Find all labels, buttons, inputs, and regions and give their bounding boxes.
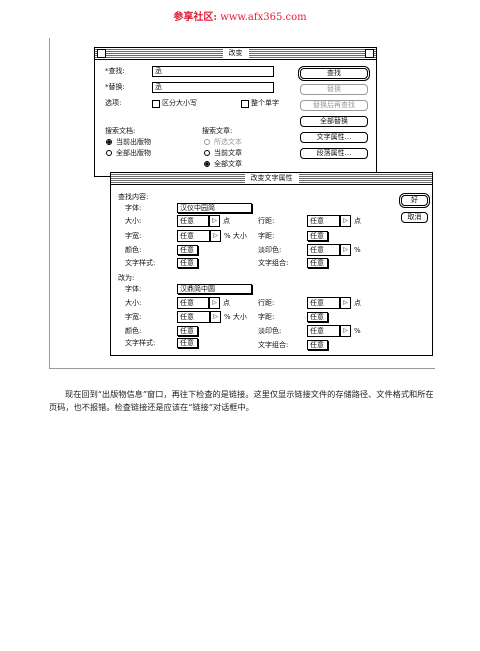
find-size-arrow-icon[interactable]: ▷ [209, 215, 220, 227]
search-docs-label: 搜索文档: [105, 127, 136, 135]
all-stories-label: 全部文章 [214, 160, 242, 168]
change-size-unit: 点 [223, 299, 230, 307]
change-combo-label: 文字组合: [258, 341, 289, 349]
ok-button[interactable]: 好 [401, 195, 428, 206]
change-dialog-title: 改变 [222, 48, 249, 58]
change-style-select[interactable]: 任意 [177, 338, 198, 348]
current-story-radio[interactable] [204, 150, 210, 156]
all-stories-radio[interactable] [204, 161, 210, 167]
change-leading-unit: 点 [354, 299, 361, 307]
cancel-button[interactable]: 取消 [401, 212, 428, 223]
find-leading-label: 行距: [258, 217, 275, 225]
change-leading-field[interactable]: 任意 [307, 297, 340, 309]
change-dialog: 改变 *查找: 丞 *替换: 丞 选项: 区分大小写 整个单字 搜索文档: 当前… [94, 47, 377, 177]
find-style-label: 文字样式: [125, 259, 156, 267]
find-width-field[interactable]: 任意 [177, 230, 210, 242]
find-color-label: 颜色: [125, 246, 142, 254]
find-width-label: 字宽: [125, 232, 142, 240]
find-tint-unit: % [354, 246, 361, 254]
watermark-url: www.afx365.com [220, 12, 307, 23]
change-then-find-button[interactable]: 替换后再查找 [300, 100, 368, 111]
change-width-field[interactable]: 任意 [177, 311, 210, 323]
selected-text-label: 所选文本 [214, 138, 242, 146]
char-attributes-button[interactable]: 文字属性... [300, 132, 368, 143]
change-size-field[interactable]: 任意 [177, 297, 209, 309]
search-story-label: 搜索文章: [202, 127, 233, 135]
change-width-arrow-icon[interactable]: ▷ [210, 311, 221, 323]
match-case-checkbox[interactable] [152, 100, 160, 108]
find-leading-field[interactable]: 任意 [307, 215, 340, 227]
find-combo-label: 文字组合: [258, 259, 289, 267]
change-tint-arrow-icon[interactable]: ▷ [340, 325, 351, 337]
change-width-label: 字宽: [125, 313, 142, 321]
current-publication-radio[interactable] [106, 139, 112, 145]
find-font-select[interactable]: 汉仪中园简 [177, 203, 252, 213]
find-leading-unit: 点 [354, 217, 361, 225]
change-font-label: 字体: [125, 285, 142, 293]
change-leading-label: 行距: [258, 299, 275, 307]
find-kern-select[interactable]: 任意 [307, 231, 328, 241]
selected-text-radio[interactable] [204, 139, 210, 145]
frame-bottom-border [49, 368, 435, 369]
current-story-label: 当前文章 [214, 149, 242, 157]
change-style-label: 文字样式: [125, 339, 156, 347]
find-tint-field[interactable]: 任意 [307, 244, 340, 256]
attributes-dialog-title: 改变文字属性 [244, 173, 299, 183]
change-button[interactable]: 替换 [300, 84, 368, 95]
change-size-label: 大小: [125, 299, 142, 307]
close-box-icon[interactable] [97, 49, 106, 58]
replace-input[interactable]: 丞 [152, 82, 274, 93]
change-tint-field[interactable]: 任意 [307, 325, 340, 337]
find-input[interactable]: 丞 [152, 66, 274, 77]
change-section-label: 改为: [118, 274, 135, 282]
change-combo-select[interactable]: 任意 [307, 340, 328, 350]
attributes-dialog: 改变文字属性 查找内容: 字体: 汉仪中园简 大小: 任意 ▷ 点 行距: 任意… [110, 172, 433, 356]
change-color-label: 颜色: [125, 327, 142, 335]
change-all-button[interactable]: 全部替换 [300, 116, 368, 127]
find-kern-label: 字距: [258, 232, 275, 240]
find-color-select[interactable]: 任意 [177, 245, 198, 255]
find-combo-select[interactable]: 任意 [307, 258, 328, 268]
change-size-arrow-icon[interactable]: ▷ [209, 297, 220, 309]
find-size-unit: 点 [223, 217, 230, 225]
watermark: 参享社区: www.afx365.com [0, 8, 480, 23]
change-tint-unit: % [354, 327, 361, 335]
change-kern-label: 字距: [258, 313, 275, 321]
body-paragraph: 现在回到“出版物信息”窗口，再往下检查的是链接。这里仅显示链接文件的存储路径、文… [49, 389, 434, 412]
whole-word-label: 整个单字 [251, 99, 279, 107]
find-size-label: 大小: [125, 217, 142, 225]
all-publications-radio[interactable] [106, 150, 112, 156]
find-width-unit: % 大小 [224, 232, 247, 240]
find-style-select[interactable]: 任意 [177, 258, 198, 268]
change-width-unit: % 大小 [224, 313, 247, 321]
find-font-label: 字体: [125, 204, 142, 212]
find-button[interactable]: 查找 [300, 68, 368, 79]
find-leading-arrow-icon[interactable]: ▷ [340, 215, 351, 227]
attributes-dialog-titlebar[interactable]: 改变文字属性 [111, 173, 432, 185]
zoom-box-icon[interactable] [365, 49, 374, 58]
find-tint-label: 淡印色: [258, 246, 282, 254]
change-kern-select[interactable]: 任意 [307, 312, 328, 322]
match-case-label: 区分大小写 [162, 99, 197, 107]
find-tint-arrow-icon[interactable]: ▷ [340, 244, 351, 256]
change-font-select[interactable]: 汉鼎简中圆 [177, 284, 252, 294]
para-attributes-button[interactable]: 段落属性... [300, 148, 368, 159]
frame-left-border [49, 38, 50, 368]
options-label: 选项: [105, 99, 122, 107]
change-dialog-titlebar[interactable]: 改变 [95, 48, 376, 60]
change-leading-arrow-icon[interactable]: ▷ [340, 297, 351, 309]
change-color-select[interactable]: 任意 [177, 326, 198, 336]
find-label: *查找: [105, 67, 125, 75]
find-width-arrow-icon[interactable]: ▷ [210, 230, 221, 242]
find-section-label: 查找内容: [118, 193, 149, 201]
watermark-logo: 参享社区: [173, 12, 218, 23]
replace-label: *替换: [105, 83, 125, 91]
find-size-field[interactable]: 任意 [177, 215, 209, 227]
change-tint-label: 淡印色: [258, 327, 282, 335]
current-publication-label: 当前出版物 [116, 138, 151, 146]
whole-word-checkbox[interactable] [241, 100, 249, 108]
all-publications-label: 全部出版物 [116, 149, 151, 157]
